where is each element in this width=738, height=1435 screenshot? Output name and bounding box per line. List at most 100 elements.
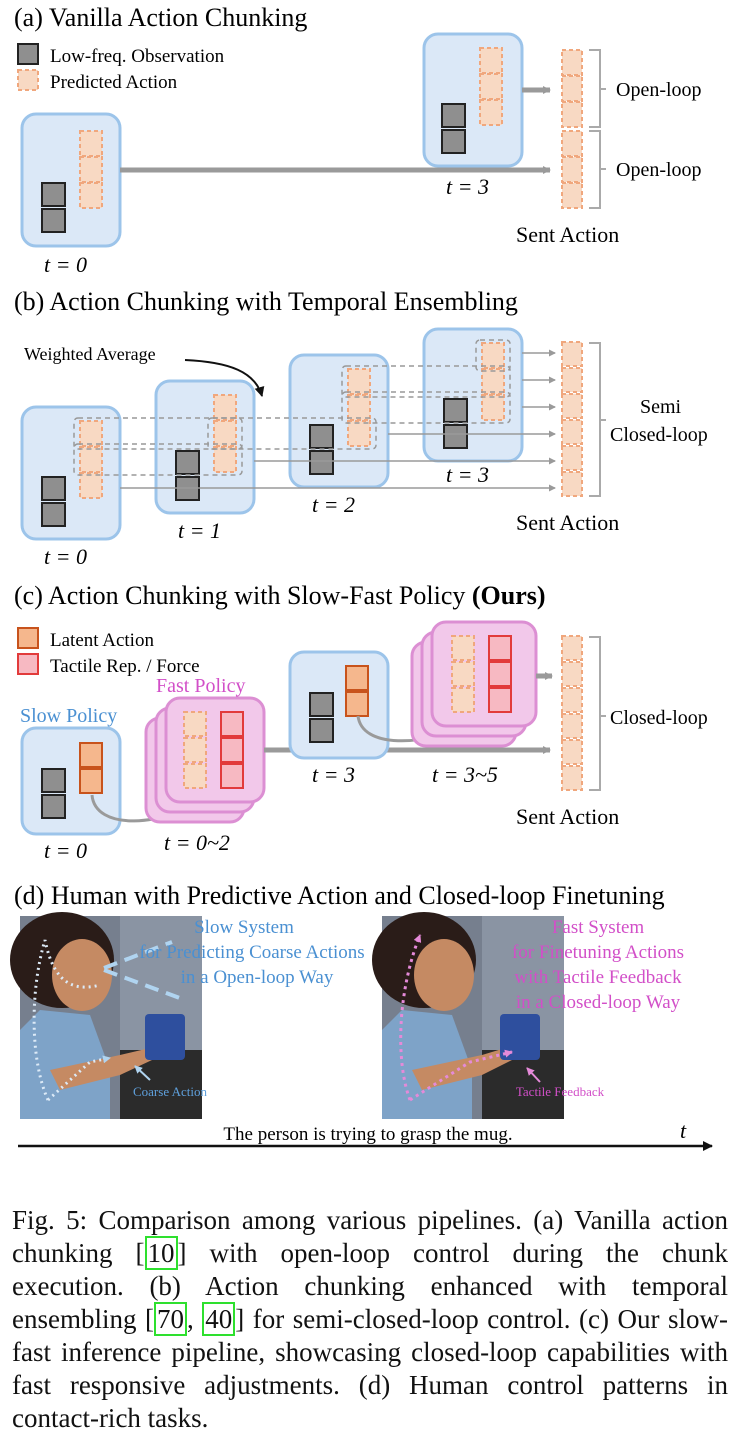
predicted-action-block: [479, 99, 503, 126]
observation-block: [41, 476, 66, 501]
panel-b-title: (b) Action Chunking with Temporal Ensemb…: [14, 287, 518, 316]
slow-policy-box-t0: [20, 726, 122, 836]
face: [52, 939, 112, 1011]
citation-link[interactable]: 40: [202, 1302, 236, 1336]
sent-action-block: [561, 445, 583, 471]
legend-observation-label: Low-freq. Observation: [50, 46, 225, 67]
panel-c-title-text: (c) Action Chunking with Slow-Fast Polic…: [14, 581, 472, 610]
sent-action-label: Sent Action: [516, 222, 619, 247]
bracket-open-loop-2: [589, 130, 606, 209]
citation-link[interactable]: 70: [154, 1302, 187, 1336]
semi-label: Semi: [640, 396, 682, 418]
coarse-action-trace: [46, 1055, 111, 1102]
open-loop-label: Open-loop: [616, 79, 702, 101]
predicted-action-block: [213, 420, 237, 447]
observation-block: [309, 450, 334, 475]
bracket-open-loop-1: [589, 49, 606, 128]
time-label-t0: t = 0: [44, 252, 87, 277]
predicted-action-block: [79, 182, 103, 209]
predicted-action-block: [183, 711, 207, 737]
policy-box-b-t0: [20, 405, 122, 541]
policy-box-a-t0: [20, 112, 122, 248]
sent-action-block: [561, 739, 583, 765]
observation-block: [309, 718, 334, 743]
fast-system-line4: in a Closed-loop Way: [516, 992, 681, 1013]
predicted-action-block: [79, 130, 103, 157]
observation-block: [441, 129, 466, 154]
fast-system-line2: for Finetuning Actions: [512, 942, 684, 963]
caption-part-3: for semi-closed-loop control. (c) Our sl…: [12, 1304, 729, 1433]
sent-action-label: Sent Action: [516, 510, 619, 535]
predicted-action-block: [79, 446, 103, 473]
sent-action-block: [561, 687, 583, 713]
predicted-action-block: [79, 156, 103, 183]
slow-system-line1: Slow System: [194, 917, 294, 938]
sent-action-block: [561, 182, 583, 209]
fast-policy-label: Fast Policy: [156, 675, 245, 697]
time-label-t3: t = 3: [446, 462, 489, 487]
predicted-action-block: [347, 368, 371, 395]
ensemble-group: [341, 365, 511, 398]
policy-box-b-t2: [288, 353, 390, 489]
ensemble-arrows: [120, 349, 556, 492]
coarse-action-pointer: [134, 1065, 151, 1081]
panel-d: (d) Human with Predictive Action and Clo…: [10, 881, 713, 1151]
fast-policy-box: [430, 620, 538, 728]
ensemble-group: [73, 417, 243, 450]
mug-icon: [145, 1014, 185, 1060]
panel-b: (b) Action Chunking with Temporal Ensemb…: [14, 287, 708, 569]
tactile-feedback-pointer: [526, 1067, 541, 1083]
body: [20, 1010, 110, 1119]
time-label-t1: t = 1: [178, 518, 221, 543]
ensemble-group: [475, 339, 511, 372]
latent-action-block: [79, 768, 103, 794]
arm: [50, 1048, 152, 1090]
ensemble-group: [341, 391, 511, 424]
ensemble-groups: [73, 339, 511, 476]
predicted-action-block: [481, 368, 505, 395]
citation-link[interactable]: 10: [144, 1236, 178, 1270]
predicted-action-block: [79, 472, 103, 499]
fast-policy-box: [164, 696, 266, 804]
time-label-t02: t = 0~2: [164, 830, 230, 855]
sent-action-block: [561, 713, 583, 739]
observation-block: [441, 103, 466, 128]
panel-a: (a) Vanilla Action Chunking Low-freq. Ob…: [14, 3, 702, 277]
predicted-actions-b: [79, 342, 505, 499]
time-label-t0: t = 0: [44, 544, 87, 569]
observation-block: [309, 424, 334, 449]
predicted-action-block: [347, 420, 371, 447]
ensemble-group: [73, 443, 243, 476]
time-label-t3: t = 3: [312, 762, 355, 787]
legend-latent-swatch: [17, 627, 39, 649]
sent-action-block: [561, 75, 583, 102]
fast-policy-stack-t02: [144, 696, 266, 824]
observation-block: [41, 794, 66, 819]
sent-action-column-a: [561, 49, 583, 209]
fast-system-line1: Fast System: [552, 917, 645, 938]
latent-action-block: [345, 691, 369, 717]
predicted-action-block: [183, 763, 207, 789]
time-label-t0: t = 0: [44, 838, 87, 863]
caption-part-1: Fig. 5: Comparison among various pipelin…: [12, 1205, 728, 1268]
tactile-block: [220, 737, 244, 763]
sent-action-block: [561, 130, 583, 157]
comparison-figure: (a) Vanilla Action Chunking Low-freq. Ob…: [10, 3, 713, 1151]
legend-observation-swatch: [17, 43, 39, 65]
legend-predicted-label: Predicted Action: [50, 72, 178, 93]
panel-c: (c) Action Chunking with Slow-Fast Polic…: [14, 581, 708, 863]
closed-loop-label: Closed-loop: [610, 707, 708, 729]
observation-block: [41, 208, 66, 233]
tactile-block: [488, 661, 512, 687]
observation-block: [175, 450, 200, 475]
legend-tactile-swatch: [17, 653, 39, 675]
predicted-action-block: [183, 737, 207, 763]
policy-box-b-t1: [154, 379, 256, 515]
tactile-block: [488, 687, 512, 713]
sent-action-block: [561, 101, 583, 128]
policy-box-a-t3: [422, 32, 524, 168]
timeline-text: The person is trying to grasp the mug.: [223, 1124, 512, 1145]
ensemble-group: [207, 417, 377, 450]
panel-a-title: (a) Vanilla Action Chunking: [14, 3, 307, 32]
panel-c-title: (c) Action Chunking with Slow-Fast Polic…: [14, 581, 546, 610]
